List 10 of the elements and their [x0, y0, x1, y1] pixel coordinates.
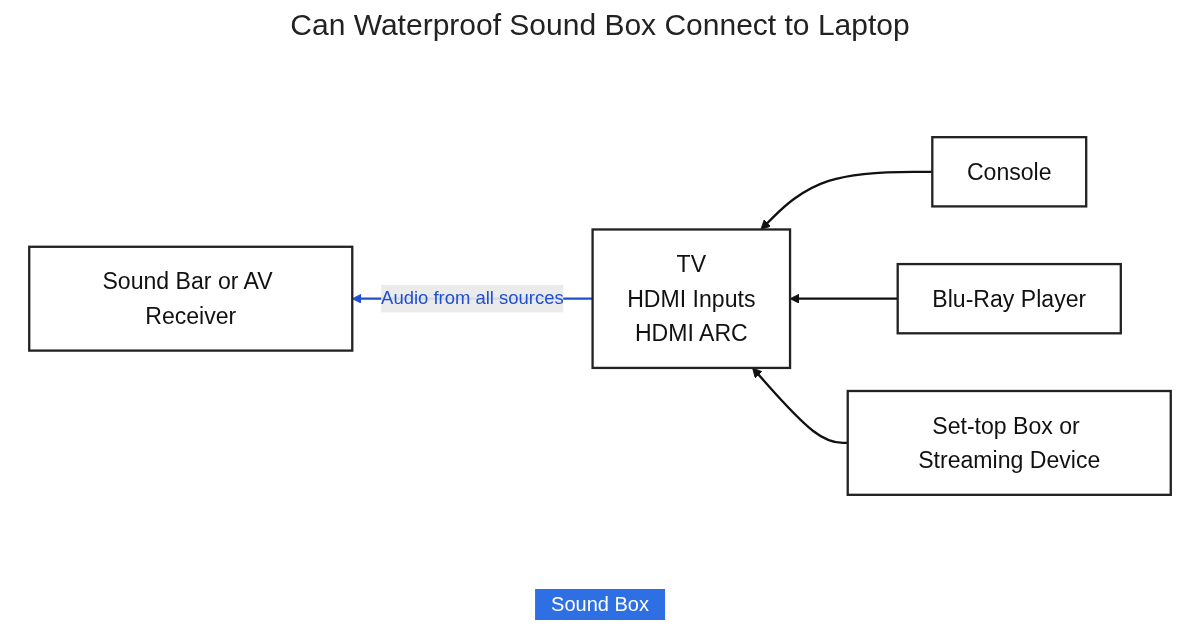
- node-box: Console: [931, 136, 1088, 208]
- node-box: Set-top Box or Streaming Device: [846, 389, 1172, 496]
- title: Can Waterproof Sound Box Connect to Laptop: [289, 8, 911, 42]
- node-box: Blu-Ray Player: [896, 262, 1122, 335]
- tag-label: Sound Box: [535, 589, 665, 620]
- node-box: Sound Bar or AV Receiver: [28, 245, 354, 352]
- arrow: [752, 367, 848, 445]
- arrow: [760, 170, 933, 230]
- node-box: TV HDMI Inputs HDMI ARC: [591, 228, 792, 370]
- edge-label: Audio from all sources: [381, 288, 564, 308]
